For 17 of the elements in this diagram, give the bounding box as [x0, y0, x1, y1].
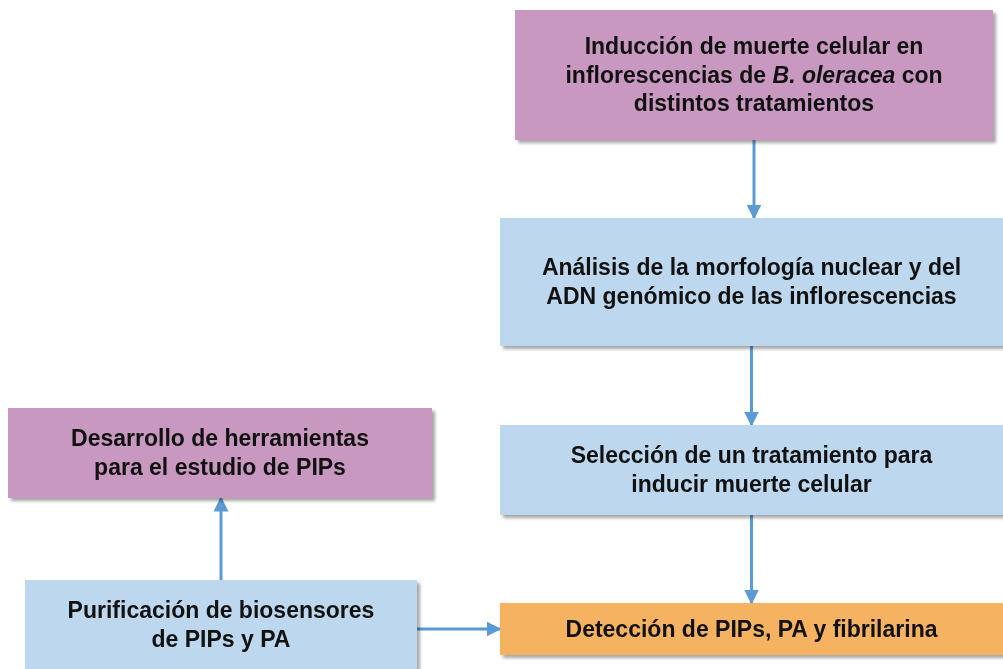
- process-box: [500, 425, 1003, 515]
- box-label: Análisis de la morfología nuclear y del ADN genómico de las inflorescencias: [540, 253, 963, 311]
- box-label: Desarrollo de herramientas para el estudio de PIPs: [70, 424, 370, 482]
- box-label: Inducción de muerte celular en inflorescencias de B. oleracea con distintos tratamientos: [564, 31, 944, 119]
- process-box: [515, 10, 993, 140]
- box-label: Purificación de biosensores de PIPs y PA: [66, 595, 376, 654]
- arrow: [746, 140, 762, 220]
- process-box: [500, 218, 1003, 346]
- process-box: [500, 603, 1003, 655]
- process-box: [8, 408, 432, 498]
- process-box: [25, 580, 417, 669]
- box-label: Selección de un tratamiento para inducir muerte celular: [569, 441, 934, 499]
- arrow: [744, 346, 759, 427]
- arrow: [213, 496, 229, 580]
- arrow: [744, 515, 759, 605]
- box-label: Detección de PIPs, PA y fibrilarina: [565, 614, 938, 644]
- arrow: [417, 621, 502, 637]
